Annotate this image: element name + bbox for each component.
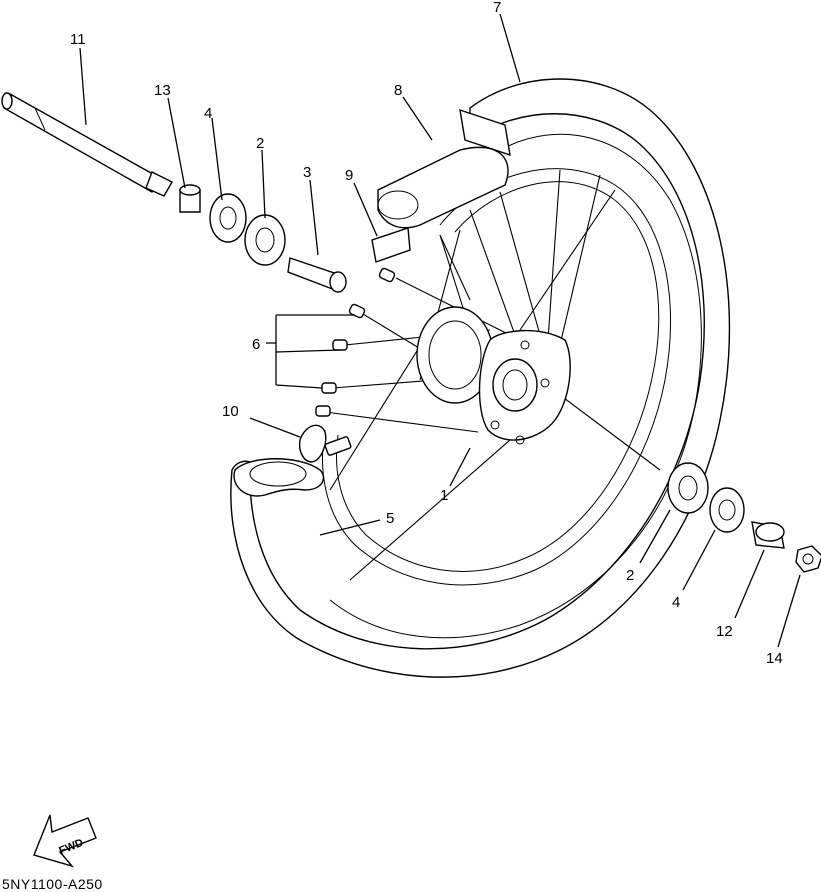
diagram-code: 5NY1100-A250 (2, 876, 103, 892)
bearing-2-left (244, 214, 286, 266)
callout-1: 1 (440, 487, 448, 504)
rim (322, 168, 672, 586)
spokes (324, 169, 661, 581)
callout-4-left: 4 (204, 105, 212, 122)
callout-11: 11 (70, 31, 86, 48)
oil-seal-4-left (209, 193, 247, 243)
callout-14: 14 (766, 650, 783, 667)
leader-lines (79, 13, 801, 648)
tube-valve (298, 424, 352, 463)
tube (233, 458, 325, 497)
callout-7: 7 (493, 0, 501, 16)
spacer-3 (287, 257, 347, 293)
tire (230, 78, 731, 678)
spoke-nipples (315, 267, 396, 417)
bead-stopper (371, 227, 411, 263)
collar-12 (751, 521, 785, 549)
wheel-axle (1, 92, 173, 197)
callout-6: 6 (252, 336, 260, 353)
callout-12: 12 (716, 623, 733, 640)
hub (416, 306, 571, 445)
callout-labels: 11 13 4 2 3 9 8 7 6 10 1 5 2 4 12 14 (70, 0, 783, 667)
bearing-2-right (667, 462, 709, 514)
callout-4-right: 4 (672, 594, 680, 611)
callout-9: 9 (345, 167, 353, 184)
callout-8: 8 (394, 82, 402, 99)
axle-nut-14 (795, 545, 821, 573)
callout-10: 10 (222, 403, 239, 420)
collar-13 (179, 184, 201, 213)
callout-5: 5 (386, 510, 394, 527)
callout-2-right: 2 (626, 567, 634, 584)
rim-band (377, 108, 511, 229)
oil-seal-4-right (709, 487, 745, 533)
callout-3: 3 (303, 164, 311, 181)
fwd-arrow: FWD (33, 814, 97, 868)
callout-2-left: 2 (256, 135, 264, 152)
callout-13: 13 (154, 82, 171, 99)
